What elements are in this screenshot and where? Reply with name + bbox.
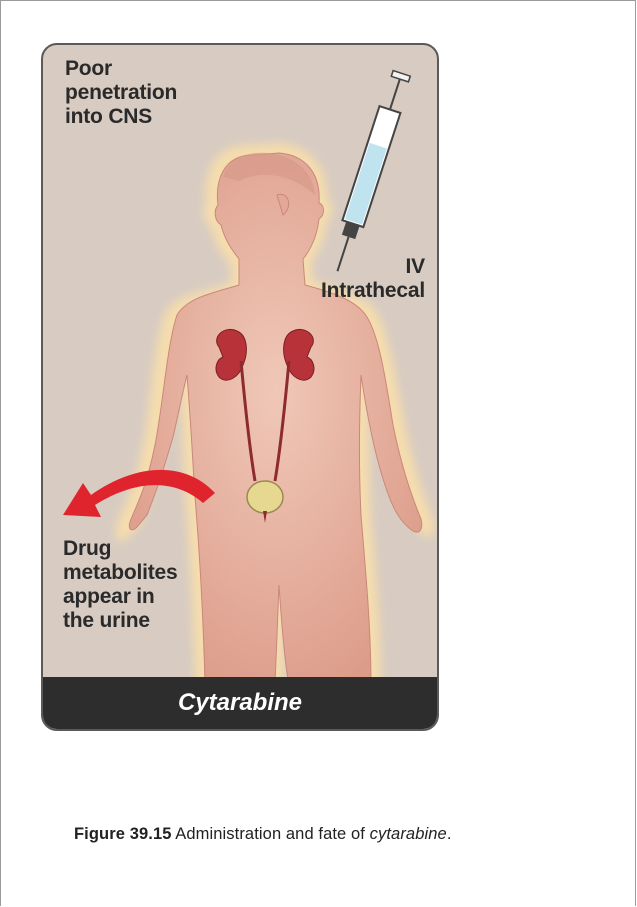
label-line: penetration (65, 81, 265, 105)
label-line: Drug (63, 537, 263, 561)
drug-name-banner: Cytarabine (43, 677, 437, 729)
cns-penetration-label: Poor penetration into CNS (65, 57, 265, 129)
syringe-icon (327, 70, 412, 275)
label-line: the urine (63, 609, 263, 633)
label-line: into CNS (65, 105, 265, 129)
administration-route-label: IV Intrathecal (225, 255, 425, 303)
drug-name: Cytarabine (178, 689, 302, 717)
caption-drug: cytarabine (370, 825, 447, 843)
figure-caption: Figure 39.15 Administration and fate of … (74, 825, 452, 844)
label-line: metabolites (63, 561, 263, 585)
caption-end: . (447, 825, 452, 843)
figure-number: Figure 39.15 (74, 825, 172, 843)
label-line: IV (225, 255, 425, 279)
figure-panel: Poor penetration into CNS IV Intrathecal… (41, 43, 439, 731)
label-line: Intrathecal (225, 279, 425, 303)
label-line: Poor (65, 57, 265, 81)
label-line: appear in (63, 585, 263, 609)
caption-text: Administration and fate of (172, 825, 370, 843)
excretion-label: Drug metabolites appear in the urine (63, 537, 263, 633)
